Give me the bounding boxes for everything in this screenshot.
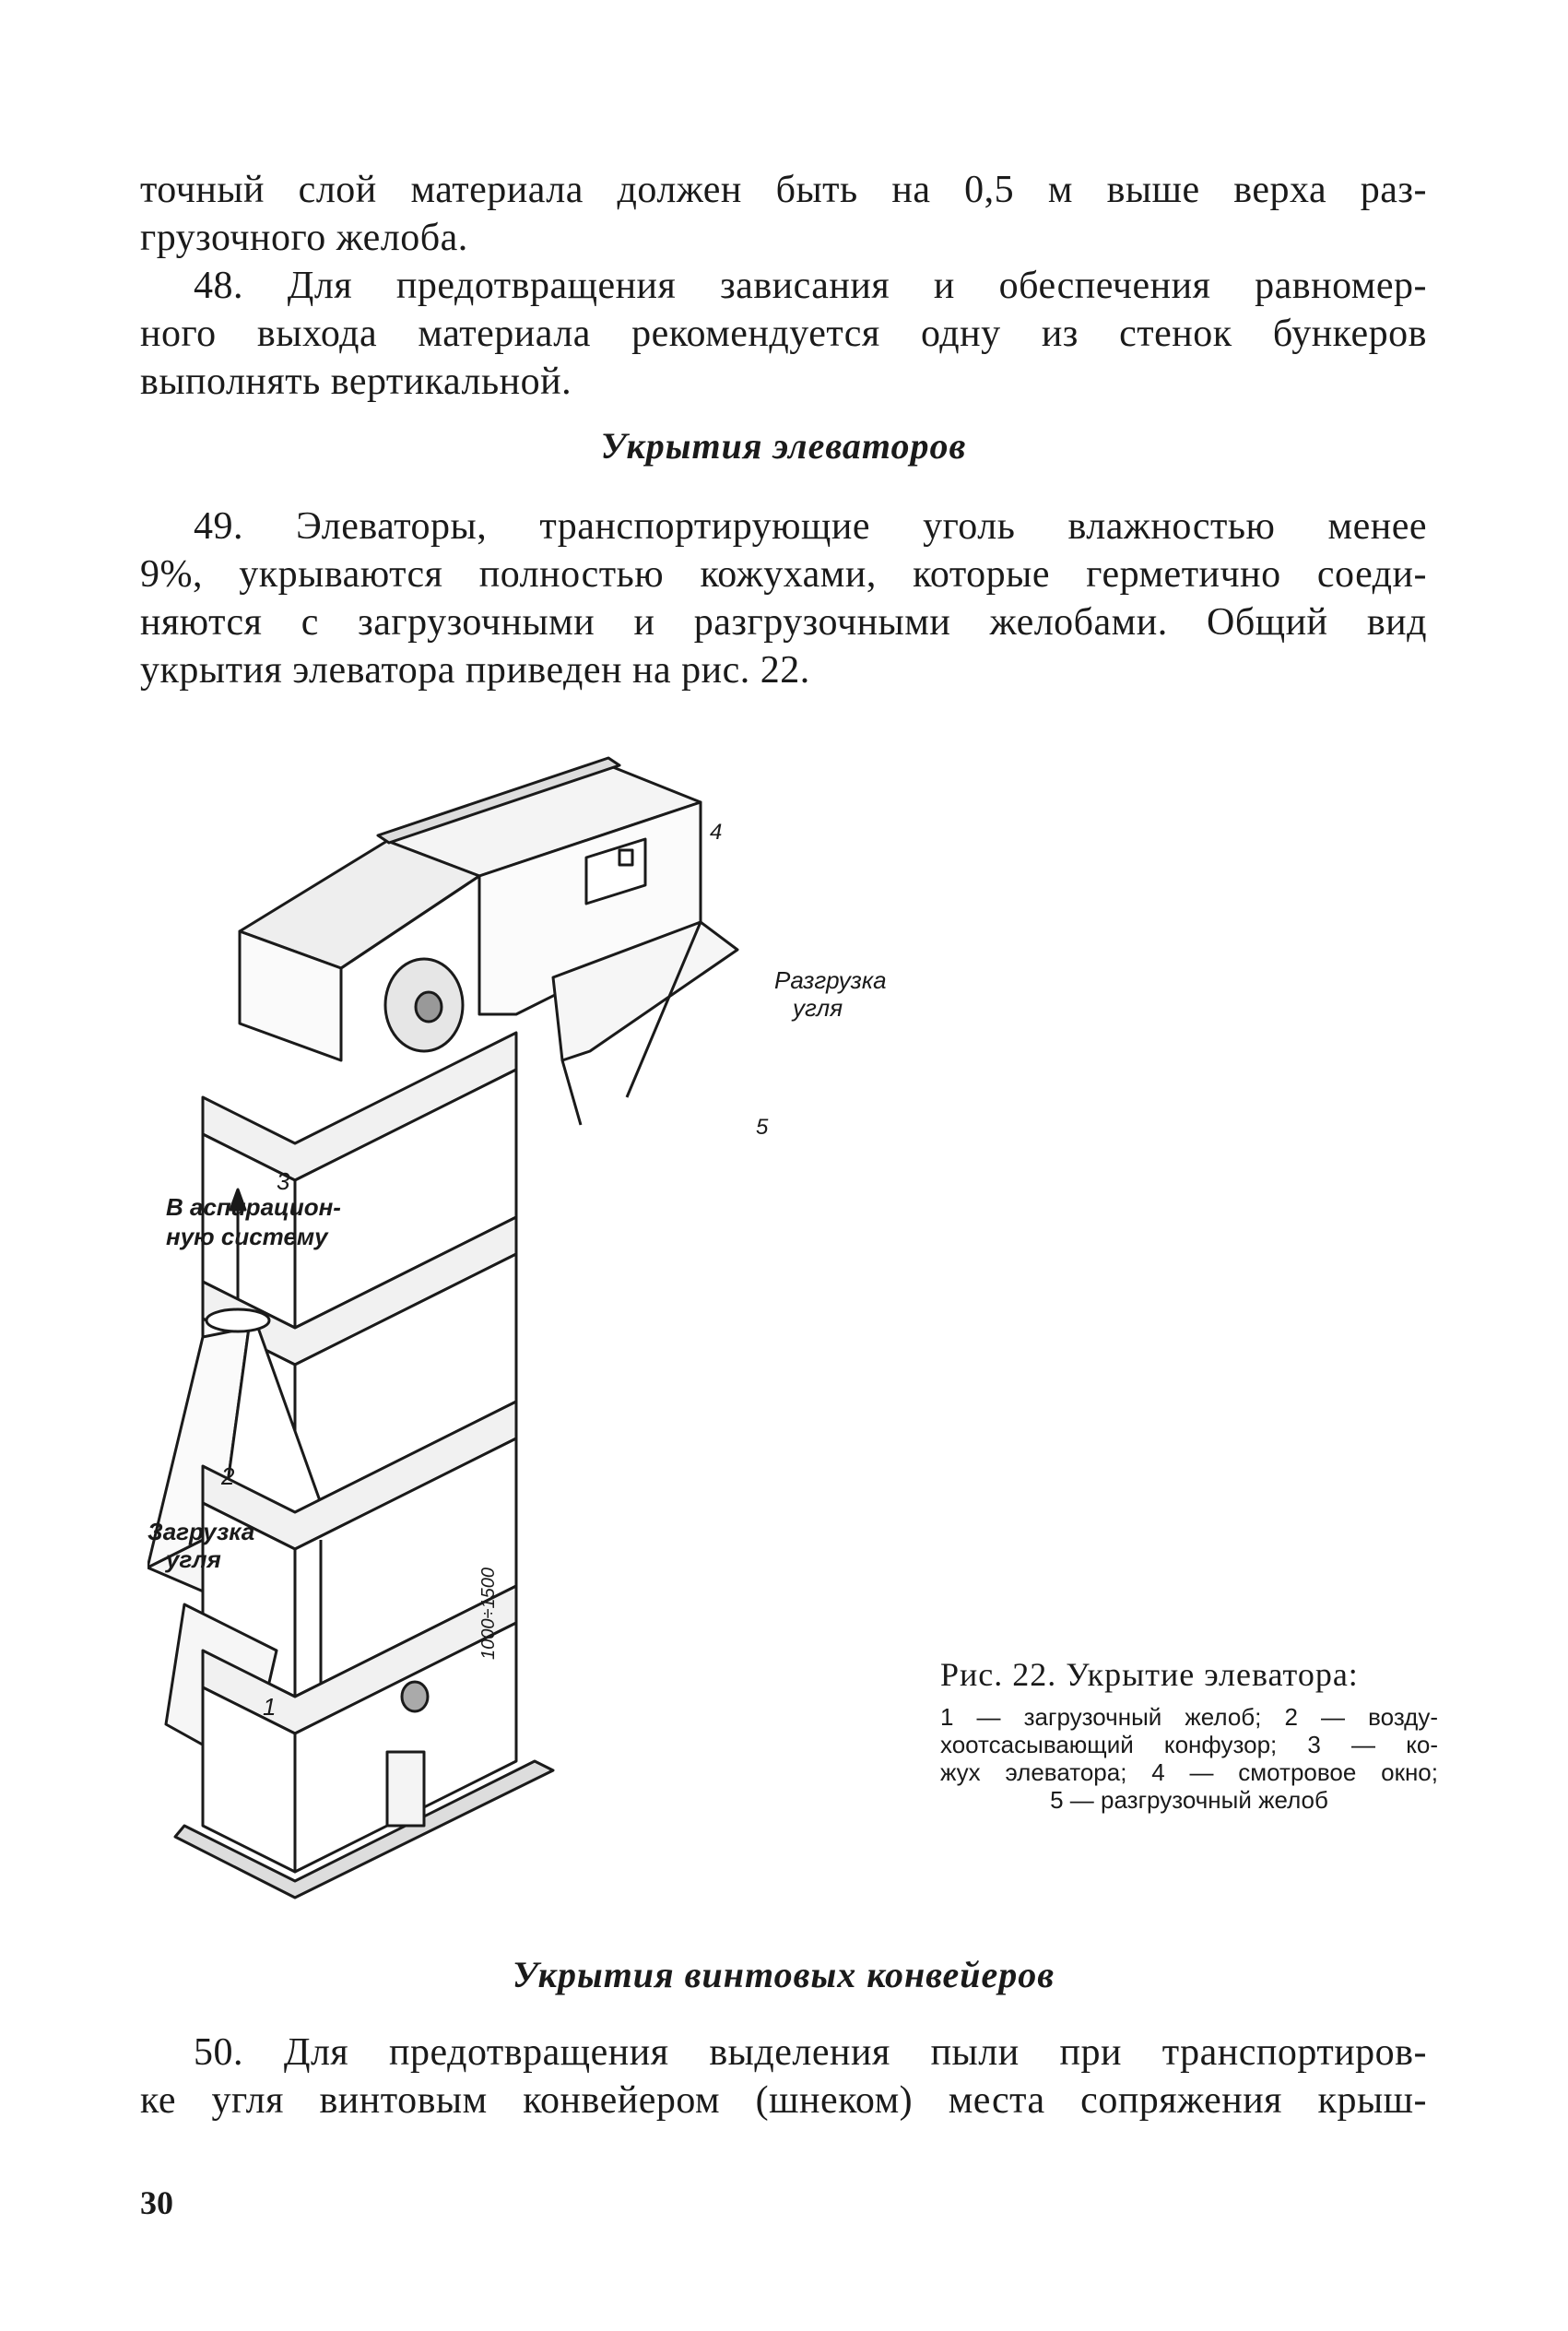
page-number: 30 <box>140 2184 173 2221</box>
head-edge <box>340 874 480 970</box>
loading-label-line2: угля <box>164 1545 221 1573</box>
paragraph-50: 50. Для предотвращения выделения пыли пр… <box>140 2029 1427 2124</box>
paragraph-48: 48. Для предотвращения зависания и обесп… <box>140 262 1427 406</box>
text-line: ке угля винтовым конвейером (шнеком) мес… <box>140 2079 1427 2122</box>
top-flange <box>376 756 621 845</box>
label-4: 4 <box>710 820 722 845</box>
legend-line: 1 — загрузочный желоб; 2 — возду- <box>940 1703 1438 1731</box>
loading-label-line1: Загрузка <box>147 1518 254 1545</box>
legend-line: 5 — разгрузочный желоб <box>1050 1786 1328 1814</box>
dimension-label: 1000÷1500 <box>478 1568 499 1660</box>
inspection-window <box>584 837 647 905</box>
window-latch <box>618 848 634 867</box>
legend-line: жух элеватора; 4 — смотровое окно; <box>940 1758 1438 1786</box>
text-line: точный слой материала должен быть на 0,5… <box>140 169 1427 211</box>
text-line: 49. Элеваторы, транспортирующие уголь вл… <box>194 505 1427 548</box>
text-line: 9%, укрываются полностью кожухами, котор… <box>140 553 1427 596</box>
text-line: 48. Для предотвращения зависания и обесп… <box>194 265 1427 307</box>
text-line: выполнять вертикальной. <box>140 361 572 403</box>
paragraph-49: 49. Элеваторы, транспортирующие уголь вл… <box>140 503 1427 694</box>
base-frame <box>173 1759 555 1899</box>
figure-caption: Рис. 22. Укрытие элеватора: 1 — загрузоч… <box>940 1655 1438 1814</box>
label-2: 2 <box>220 1462 235 1490</box>
text-line: 50. Для предотвращения выделения пыли пр… <box>194 2031 1427 2074</box>
aspiration-arrowhead <box>229 1188 247 1212</box>
text-line: ного выхода материала рекомендуется одну… <box>140 313 1427 355</box>
elevator-enclosure-figure: 3 4 5 2 1 В аспирацион- ную систему Загр… <box>146 738 959 1899</box>
unloading-label-line1: Разгрузка <box>774 966 887 994</box>
text-line: грузочного желоба. <box>140 217 468 259</box>
casing-right-boot <box>293 1621 518 1874</box>
text-line: няются с загрузочными и разгрузочными же… <box>140 601 1427 644</box>
shaft <box>414 990 443 1024</box>
caption-legend: 1 — загрузочный желоб; 2 — возду- хоотса… <box>940 1703 1438 1814</box>
take-up-frame <box>385 1750 426 1828</box>
elevator-drawing: 3 4 5 2 1 В аспирацион- ную систему Загр… <box>146 756 887 1899</box>
confusor-outlet <box>205 1307 271 1333</box>
unloading-label-line2: угля <box>791 994 843 1022</box>
text-line: укрытия элеватора приведен на рис. 22. <box>140 649 810 692</box>
aspiration-label-line1: В аспирацион- <box>166 1193 341 1221</box>
discharge-chute <box>551 920 739 1062</box>
section-heading-elevators: Укрытия элеваторов <box>600 425 967 467</box>
label-1: 1 <box>263 1693 276 1721</box>
paragraph-continuation: точный слой материала должен быть на 0,5… <box>140 166 1427 262</box>
caption-title: Рис. 22. Укрытие элеватора: <box>940 1656 1359 1693</box>
label-5: 5 <box>756 1115 769 1140</box>
label-3: 3 <box>277 1167 290 1195</box>
chute-edge <box>625 921 702 1098</box>
aspiration-label-line2: ную систему <box>166 1223 329 1250</box>
chute-edge <box>560 1059 583 1126</box>
legend-line: хоотсасывающий конфузор; 3 — ко- <box>940 1731 1438 1758</box>
boot-shaft <box>400 1680 430 1713</box>
section-heading-screw-conveyors: Укрытия винтовых конвейеров <box>512 1954 1055 1995</box>
head-left-face <box>238 929 343 1062</box>
